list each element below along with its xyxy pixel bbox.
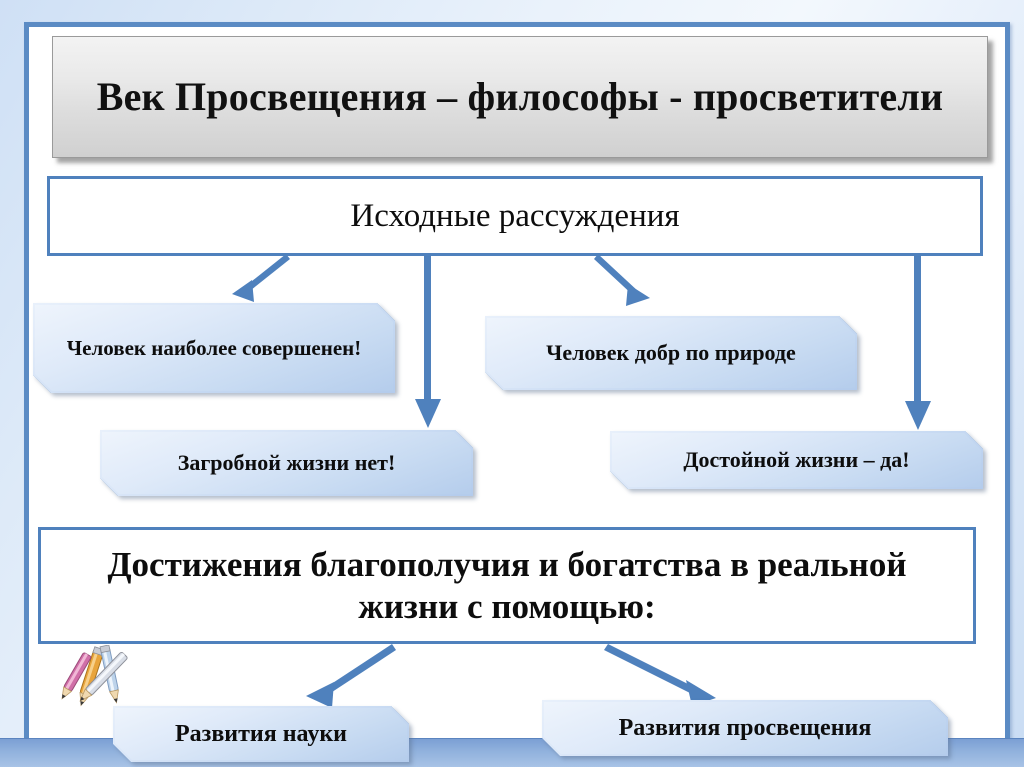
callout-inner-fill: [544, 702, 946, 754]
premise-callout-perfect: Человек наиболее совершенен!: [33, 303, 395, 393]
arrow-to-good: [594, 254, 650, 306]
page-title: Век Просвещения – философы - просветител…: [96, 74, 944, 120]
arrow-to-science: [306, 644, 396, 708]
conclusion-label: Достижения благополучия и богатства в ре…: [107, 544, 907, 626]
initial-premise-box: Исходные рассуждения: [47, 176, 983, 256]
arrow-to-afterlife: [415, 256, 441, 428]
premise-label-worthy: Достойной жизни – да!: [683, 447, 910, 473]
callout-inner-fill: [612, 433, 981, 487]
premise-label-perfect: Человек наиболее совершенен!: [66, 335, 362, 360]
slide-title-box: Век Просвещения – философы - просветител…: [52, 36, 988, 158]
means-label-science: Развития науки: [175, 721, 347, 747]
initial-premise-label: Исходные рассуждения: [350, 197, 680, 234]
callout-inner-fill: [115, 708, 407, 760]
premise-label-good: Человек добр по природе: [546, 340, 796, 366]
conclusion-box: Достижения благополучия и богатства в ре…: [38, 527, 976, 644]
callout-inner-fill: [487, 318, 855, 388]
means-callout-science: Развития науки: [113, 706, 409, 762]
arrow-to-worthy: [905, 256, 931, 430]
callout-inner-fill: [102, 432, 471, 494]
arrow-to-perfect: [232, 254, 290, 302]
premise-label-afterlife: Загробной жизни нет!: [177, 450, 396, 476]
pencils-icon: [61, 645, 128, 707]
premise-callout-good: Человек добр по природе: [485, 316, 857, 390]
premise-callout-worthy: Достойной жизни – да!: [610, 431, 983, 489]
premise-callout-afterlife: Загробной жизни нет!: [100, 430, 473, 496]
means-label-education: Развития просвещения: [618, 715, 872, 741]
callout-inner-fill: [35, 305, 393, 391]
arrow-to-education: [604, 644, 716, 706]
means-callout-education: Развития просвещения: [542, 700, 948, 756]
